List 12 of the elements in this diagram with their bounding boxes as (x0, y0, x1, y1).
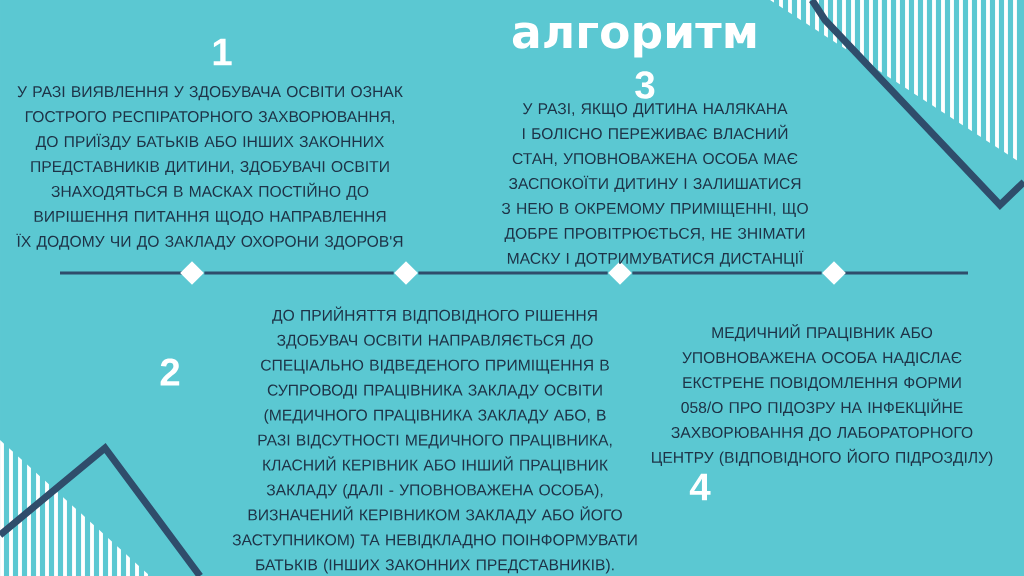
title: алгоритм (512, 22, 756, 58)
step-text: У РАЗІ, ЯКЩО ДИТИНА НАЛЯКАНА І БОЛІСНО ПЕРЕЖИВАЄ ВЛАСНИЙ СТАН, УПОВНОВАЖЕНА ОСОБА МАЄ ЗАСПОКОЇТИ ДИТИНУ І ЗАЛИШАТИСЯ З НЕЮ В ОКРЕМОМУ ПРИМІЩЕННІ, ЩО ДОБРЕ ПРОВІТРЮЄТЬСЯ, НЕ ЗНІМАТИ МАСКУ І ДОТРИМУВАТИСЯ ДИСТАНЦІЇ (501, 103, 808, 267)
timeline-segment (632, 271, 822, 275)
timeline-segment (418, 271, 608, 275)
step-text: У РАЗІ ВИЯВЛЕННЯ У ЗДОБУВАЧА ОСВІТИ ОЗНАК ГОСТРОГО РЕСПІРАТОРНОГО ЗАХВОРЮВАННЯ, ДО ПРИЇЗДУ БАТЬКІВ АБО ІНШИХ ЗАКОННИХ ПРЕДСТАВНИКІВ ДИТИНИ, ЗДОБУВАЧІ ОСВІТИ ЗНАХОДЯТЬСЯ В МАСКАХ ПОСТІЙНО ДО ВИРІШЕННЯ ПИТАННЯ ЩОДО НАПРАВЛЕННЯ ЇХ ДОДОМУ ЧИ ДО ЗАКЛАДУ ОХОРОНИ ЗДОРОВ'Я (16, 86, 403, 250)
step-number: 3 (635, 71, 655, 99)
step-text: МЕДИЧНИЙ ПРАЦІВНИК АБО УПОВНОВАЖЕНА ОСОБА НАДІСЛАЄ ЕКСТРЕНЕ ПОВІДОМЛЕННЯ ФОРМИ 058/О ПРО ПІДОЗРУ НА ІНФЕКЦІЙНЕ ЗАХВОРЮВАННЯ ДО ЛАБОРАТОРНОГО ЦЕНТРУ (ВІДПОВІДНОГО ЙОГО ПІДРОЗДІЛУ) (652, 323, 993, 467)
step-text: ДО ПРИЙНЯТТЯ ВІДПОВІДНОГО РІШЕННЯ ЗДОБУВАЧ ОСВІТИ НАПРАВЛЯЄТЬСЯ ДО СПЕЦІАЛЬНО ВІДВЕДЕНОГО ПРИМІЩЕННЯ В СУПРОВОДІ ПРАЦІВНИКА ЗАКЛАДУ ОСВІТИ (МЕДИЧНОГО ПРАЦІВНИКА ЗАКЛАДУ АБО, В РАЗІ ВІДСУТНОСТІ МЕДИЧНОГО ПРАЦІВНИКА, КЛАСНИЙ КЕРІВНИК АБО ІНШИЙ ПРАЦІВНИК ЗАКЛАДУ (ДАЛІ - УПОВНОВАЖЕНА ОСОБА), ВИЗНАЧЕНИЙ КЕРІВНИКОМ ЗАКЛАДУ АБО ЙОГО ЗАСТУПНИКОМ) ТА НЕВІДКЛАДНО ПОІНФОРМУВАТИ БАТЬКІВ (ІНШИХ ЗАКОННИХ ПРЕДСТАВНИКІВ). (232, 306, 637, 574)
step-number: 4 (689, 473, 711, 501)
timeline-segment (204, 271, 394, 275)
step-number: 1 (213, 38, 232, 66)
step-number: 2 (160, 358, 180, 386)
